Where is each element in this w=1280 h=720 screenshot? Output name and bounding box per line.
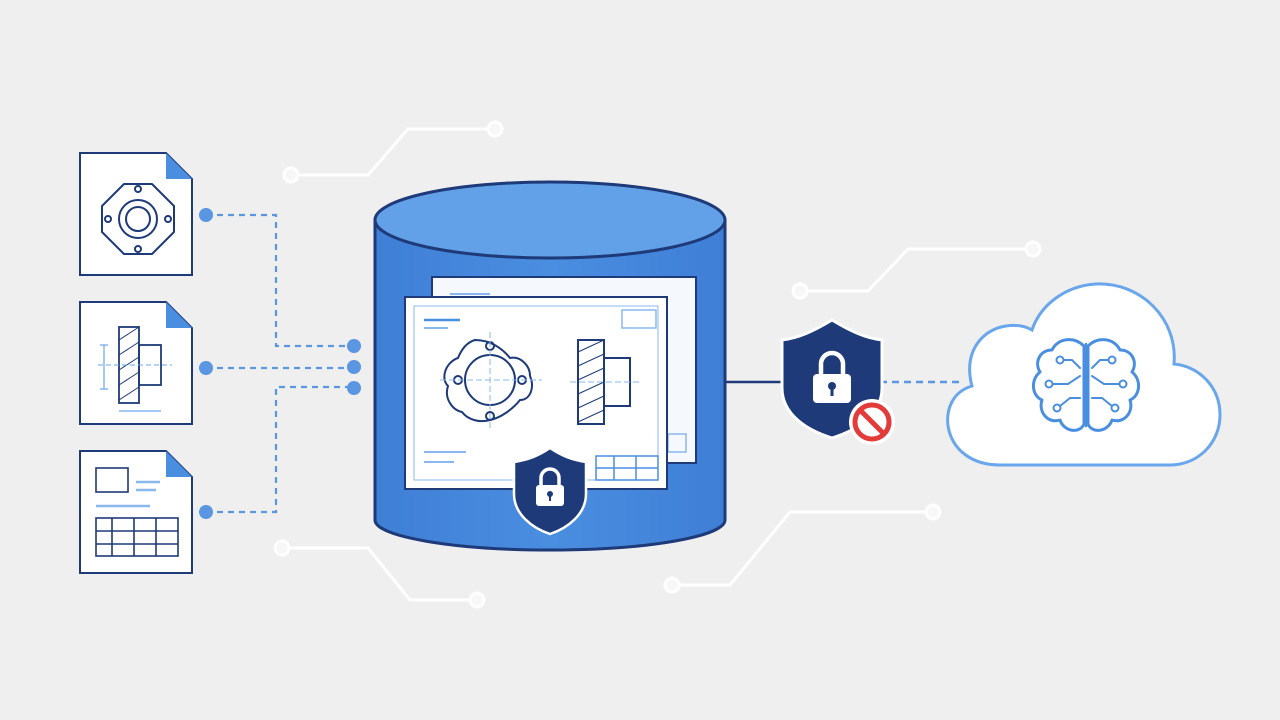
connector-dot <box>199 505 213 519</box>
connector-line <box>206 385 352 514</box>
circuit-node <box>468 591 486 609</box>
section-drawing-icon <box>98 326 172 412</box>
connector-dot <box>199 361 213 375</box>
ai-brain-icon <box>1032 338 1140 432</box>
circuit-node <box>486 120 504 138</box>
connector-dot <box>347 381 361 395</box>
database-shield-lock-icon <box>512 446 588 536</box>
circuit-node <box>273 539 291 557</box>
circuit-node <box>1024 240 1042 258</box>
document-card-flange <box>79 152 193 276</box>
circuit-node <box>791 282 809 300</box>
connector-line <box>206 213 352 348</box>
connector-dot <box>199 208 213 222</box>
circuit-traces <box>273 120 1042 609</box>
circuit-trace <box>287 546 472 602</box>
flange-drawing-icon <box>101 183 175 255</box>
no-entry-icon <box>849 399 895 445</box>
circuit-node <box>663 576 681 594</box>
document-card-table <box>79 450 193 574</box>
circuit-trace <box>805 247 1028 293</box>
document-connectors <box>206 213 352 514</box>
circuit-trace <box>296 127 490 177</box>
document-card-section <box>79 301 193 425</box>
circuit-trace <box>677 510 928 587</box>
connector-dot <box>347 360 361 374</box>
connector-dot <box>347 339 361 353</box>
engineering-drawing-icon <box>404 276 697 490</box>
circuit-node <box>282 166 300 184</box>
table-document-icon <box>95 467 179 557</box>
connector-dots <box>199 208 361 519</box>
circuit-node <box>924 503 942 521</box>
